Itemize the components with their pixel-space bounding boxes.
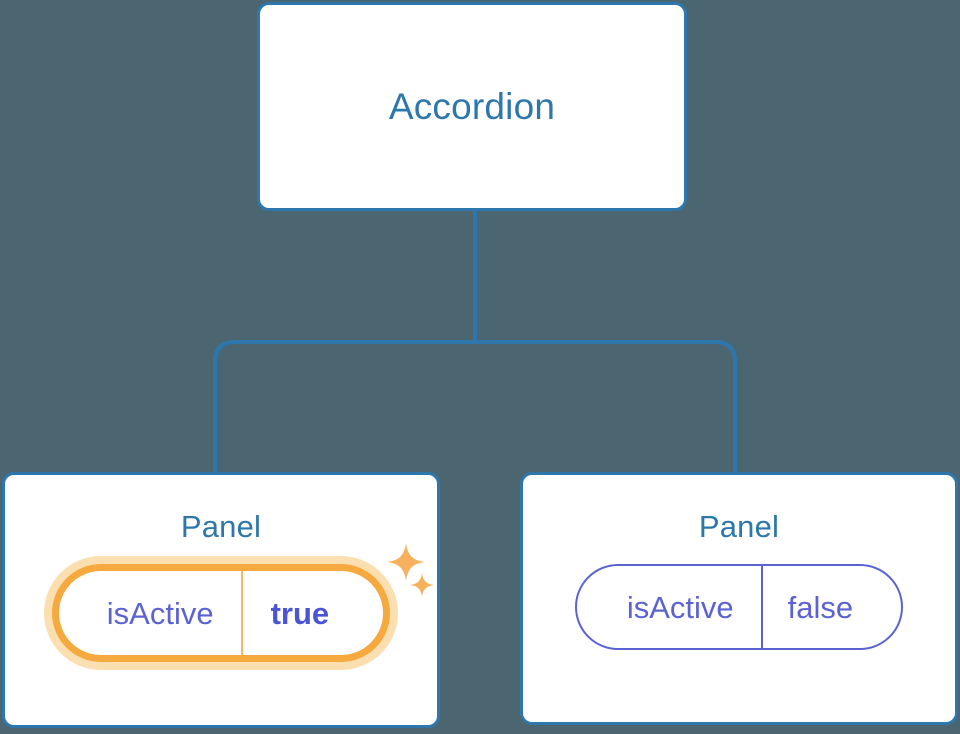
panel-right-content: Panel isActive false: [523, 475, 955, 722]
node-panel-right[interactable]: Panel isActive false: [520, 472, 958, 725]
prop-value: false: [760, 566, 901, 648]
node-panel-left[interactable]: Panel isActive true: [2, 472, 440, 728]
prop-value: true: [240, 571, 384, 655]
node-panel-left-label: Panel: [180, 509, 262, 544]
connector-branch-left: [213, 340, 475, 472]
panel-left-content: Panel isActive true: [5, 475, 437, 725]
prop-pill-is-active-true[interactable]: isActive true: [51, 564, 391, 662]
node-panel-right-label: Panel: [698, 509, 780, 544]
prop-pill-highlight-glow: isActive true: [43, 556, 399, 670]
prop-key: isActive: [626, 589, 734, 625]
node-accordion-label: Accordion: [388, 86, 556, 127]
connector-branch-right: [475, 340, 737, 472]
prop-pill-is-active-false[interactable]: isActive false: [574, 564, 904, 650]
node-accordion[interactable]: Accordion: [257, 2, 687, 211]
prop-key: isActive: [106, 595, 214, 631]
